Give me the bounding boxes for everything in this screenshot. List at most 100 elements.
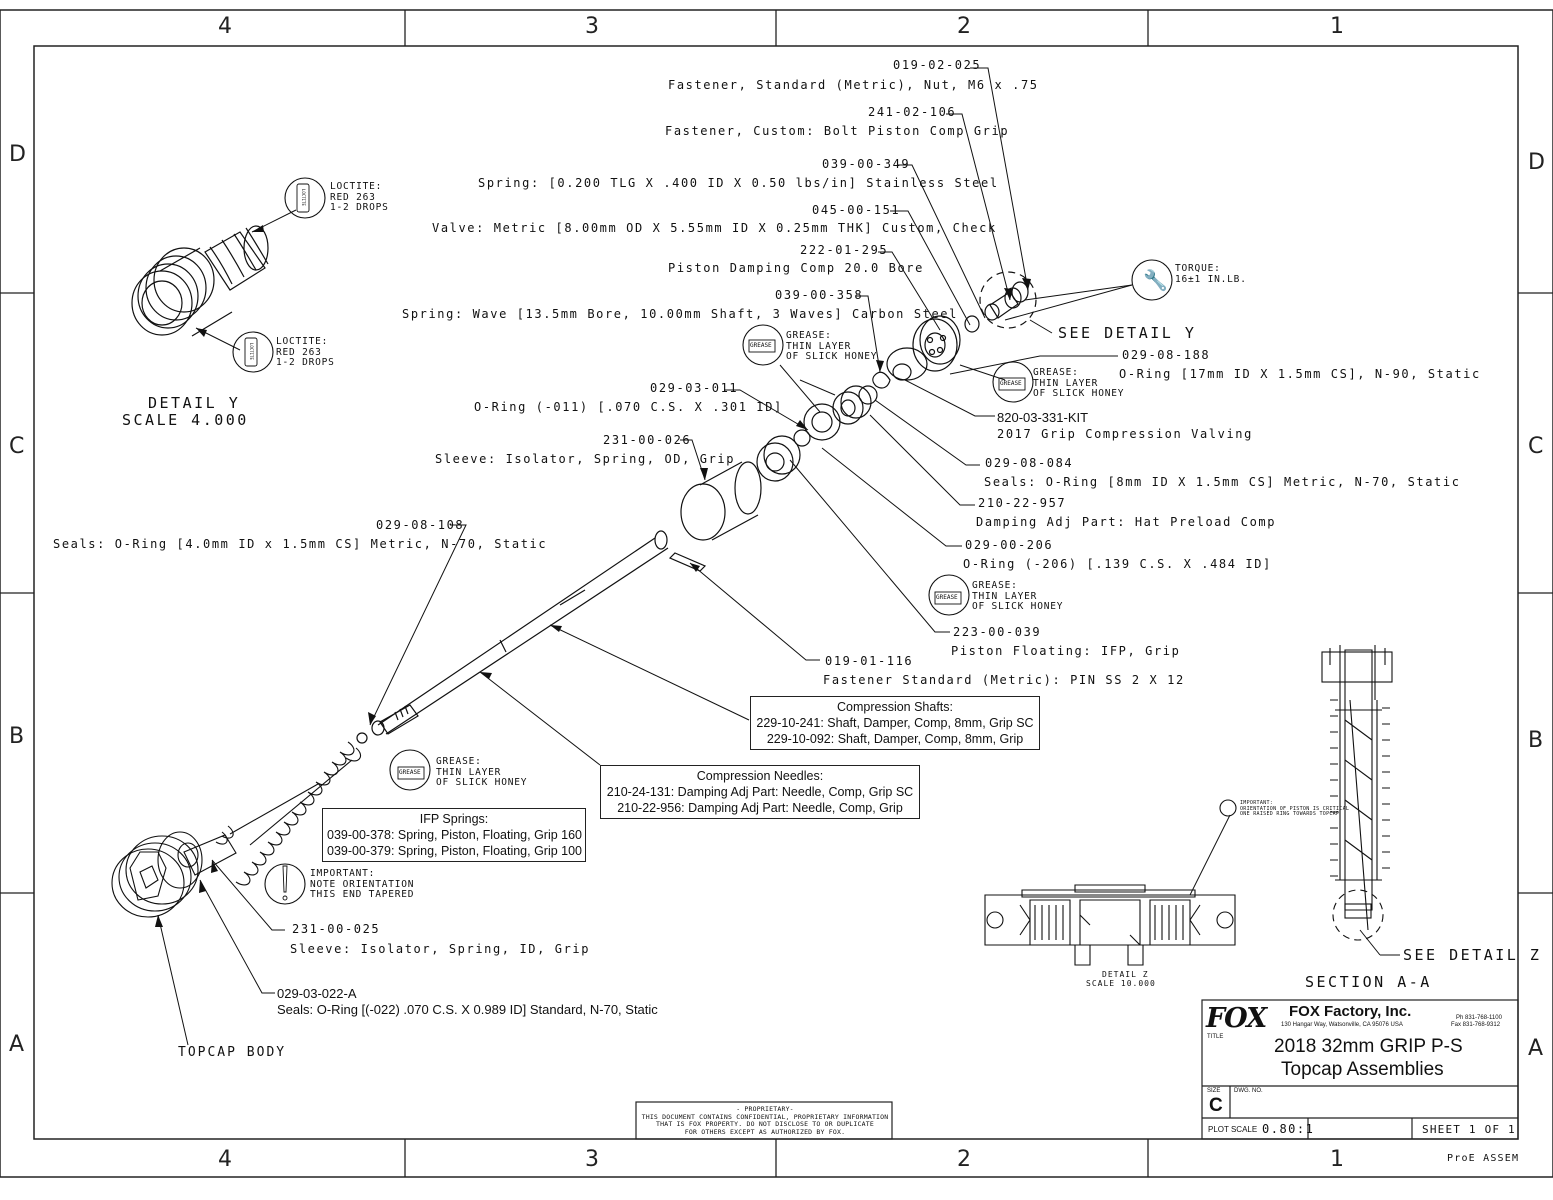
callout-desc-029-08-188: O-Ring [17mm ID X 1.5mm CS], N-90, Stati… [1119,367,1481,381]
detail-y-drawing [131,225,269,337]
detail-z-scale: SCALE 10.000 [1086,979,1156,988]
callout-desc-039-00-349: Spring: [0.200 TLG X .400 ID X 0.50 lbs/… [478,176,999,190]
grease-icon: GREASE [1000,380,1022,387]
note-symbols [232,177,1237,905]
callout-pn-029-08-108: 029-08-108 [376,518,465,532]
zone-col-4-bottom: 4 [218,1147,232,1172]
dwg-no-label: DWG. NO. [1234,1088,1263,1094]
leader-lines [157,67,1400,1046]
see-detail-y-label: SEE DETAIL Y [1058,324,1197,342]
callout-desc-029-08-084: Seals: O-Ring [8mm ID X 1.5mm CS] Metric… [984,475,1461,489]
size-label: SIZE [1207,1088,1221,1094]
title-label: TITLE [1207,1034,1224,1040]
ifp-springs-line-2: 039-00-379: Spring, Piston, Floating, Gr… [327,844,583,858]
zone-col-1-bottom: 1 [1330,1147,1344,1172]
grease-note-3: GREASE: THIN LAYER OF SLICK HONEY [972,580,1064,612]
wrench-icon: 🔧 [1143,268,1168,292]
zone-row-c-right: C [1528,434,1544,459]
callout-desc-019-02-025: Fastener, Standard (Metric), Nut, M6 x .… [668,78,1039,92]
callout-pn-039-00-349: 039-00-349 [822,157,911,171]
compression-needles-title: Compression Needles: [696,769,824,783]
company-fax: Fax 831-768-9312 [1451,1022,1501,1028]
section-a-a-label: SECTION A-A [1305,973,1432,991]
zone-col-1-top: 1 [1330,14,1344,39]
title-block-lines [635,999,1519,1140]
callout-desc-029-03-022-a: Seals: O-Ring [(-022) .070 C.S. X 0.989 … [277,1002,658,1017]
loctite-icon: LOCTITE [301,189,306,206]
callout-desc-231-00-026: Sleeve: Isolator, Spring, OD, Grip [435,452,736,466]
callout-desc-231-00-025: Sleeve: Isolator, Spring, ID, Grip [290,942,591,956]
zone-row-c-left: C [9,434,25,459]
detail-y-label: DETAIL Y [148,394,241,412]
grease-icon: GREASE [936,594,958,601]
callout-pn-210-22-957: 210-22-957 [978,496,1067,510]
zone-col-2-top: 2 [957,14,971,39]
important-note-small: IMPORTANT: ORIENTATION OF PISTON IS CRIT… [1240,800,1350,817]
callout-desc-210-22-957: Damping Adj Part: Hat Preload Comp [976,515,1277,529]
loctite-note-lower: LOCTITE: RED 263 1-2 DROPS [276,336,335,368]
callout-desc-820-03-331-kit: 2017 Grip Compression Valving [997,427,1253,441]
zone-row-d-left: D [9,142,26,167]
detail-y-scale: SCALE 4.000 [122,411,249,429]
company-phone: Ph 831-768-1100 [1456,1015,1502,1021]
callout-desc-029-03-011: O-Ring (-011) [.070 C.S. X .301 ID] [474,400,783,414]
callout-pn-222-01-295: 222-01-295 [800,243,889,257]
callout-desc-223-00-039: Piston Floating: IFP, Grip [951,644,1181,658]
callout-pn-820-03-331-kit: 820-03-331-KIT [997,410,1089,425]
grease-note-1: GREASE: THIN LAYER OF SLICK HONEY [786,330,878,362]
drawing-title-line-2: Topcap Assemblies [1281,1059,1444,1080]
callout-desc-019-01-116: Fastener Standard (Metric): PIN SS 2 X 1… [823,673,1185,687]
zone-col-2-bottom: 2 [957,1147,971,1172]
compression-needles-line-2: 210-22-956: Damping Adj Part: Needle, Co… [617,801,903,815]
plot-scale-value: 0.80:1 [1262,1122,1315,1136]
grease-note-4: GREASE: THIN LAYER OF SLICK HONEY [436,756,528,788]
proe-assem-label: ProE ASSEM [1447,1153,1520,1164]
callout-pn-241-02-106: 241-02-106 [868,105,957,119]
callout-pn-029-08-084: 029-08-084 [985,456,1074,470]
loctite-icon: LOCTITE [249,343,254,360]
callout-desc-029-08-108: Seals: O-Ring [4.0mm ID x 1.5mm CS] Metr… [53,537,548,551]
zone-col-3-bottom: 3 [585,1147,599,1172]
important-note: IMPORTANT: NOTE ORIENTATION THIS END TAP… [310,868,415,900]
zone-row-a-right: A [1528,1036,1544,1061]
note-icon-boxes [244,183,1026,901]
callout-pn-029-08-188: 029-08-188 [1122,348,1211,362]
drawing-title-line-1: 2018 32mm GRIP P-S [1274,1036,1463,1057]
section-a-a-drawing [1321,645,1393,941]
callout-desc-045-00-151: Valve: Metric [8.00mm OD X 5.55mm ID X 0… [432,221,997,235]
fox-logo: FOX [1206,1003,1267,1034]
callout-pn-231-00-026: 231-00-026 [603,433,692,447]
callout-pn-045-00-151: 045-00-151 [812,203,901,217]
plot-scale-label: PLOT SCALE [1208,1125,1258,1134]
compression-shafts-box: Compression Shafts: 229-10-241: Shaft, D… [750,696,1040,750]
company-address: 130 Hangar Way, Watsonville, CA 95076 US… [1281,1022,1403,1028]
detail-z-label: DETAIL Z [1102,970,1149,979]
valve-stack-drawing [680,271,1037,541]
callout-desc-241-02-106: Fastener, Custom: Bolt Piston Comp Grip [665,124,1010,138]
callout-pn-019-01-116: 019-01-116 [825,654,914,668]
compression-needles-line-1: 210-24-131: Damping Adj Part: Needle, Co… [606,785,914,799]
callout-pn-223-00-039: 223-00-039 [953,625,1042,639]
ifp-springs-line-1: 039-00-378: Spring, Piston, Floating, Gr… [327,828,583,842]
grease-icon: GREASE [399,769,421,776]
compression-shafts-title: Compression Shafts: [836,700,954,714]
callout-pn-029-03-011: 029-03-011 [650,381,739,395]
compression-shafts-line-1: 229-10-241: Shaft, Damper, Comp, 8mm, Gr… [756,716,1034,730]
zone-row-b-right: B [1528,728,1544,753]
loctite-note-upper: LOCTITE: RED 263 1-2 DROPS [330,181,389,213]
zone-col-3-top: 3 [585,14,599,39]
ifp-springs-box: IFP Springs: 039-00-378: Spring, Piston,… [322,808,586,862]
proprietary-notice: - PROPRIETARY- THIS DOCUMENT CONTAINS CO… [641,1105,889,1136]
see-detail-z-label: SEE DETAIL Z [1403,946,1542,964]
zone-col-4-top: 4 [218,14,232,39]
company-name: FOX Factory, Inc. [1289,1003,1412,1020]
zone-row-b-left: B [9,724,25,749]
grease-note-2: GREASE: THIN LAYER OF SLICK HONEY [1033,367,1125,399]
callout-pn-029-00-206: 029-00-206 [965,538,1054,552]
ifp-springs-title: IFP Springs: [419,812,489,826]
size-value: C [1209,1095,1223,1116]
callout-pn-029-03-022-a: 029-03-022-A [277,986,357,1001]
compression-shaft-drawing [356,530,707,744]
callout-desc-029-00-206: O-Ring (-206) [.139 C.S. X .484 ID] [963,557,1272,571]
